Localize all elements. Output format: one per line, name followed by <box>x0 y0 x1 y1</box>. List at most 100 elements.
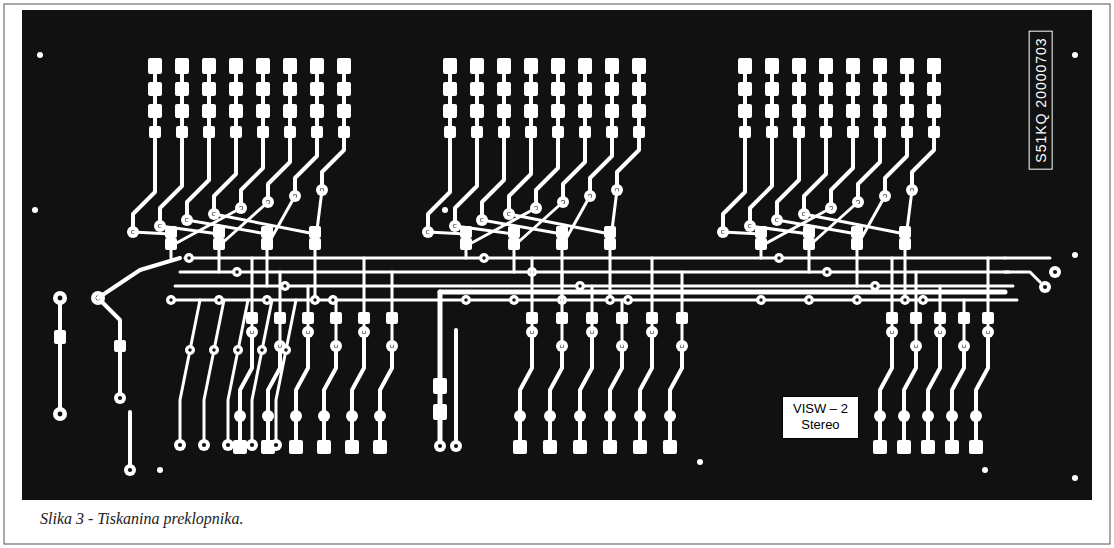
via <box>257 345 267 355</box>
pad <box>229 82 243 96</box>
via <box>281 345 291 355</box>
trace <box>548 416 552 440</box>
pad <box>460 226 472 238</box>
pad <box>910 312 922 324</box>
trace <box>378 416 382 440</box>
trace <box>974 416 978 440</box>
pad <box>616 312 628 324</box>
trace <box>915 272 918 346</box>
trace <box>514 202 563 246</box>
drill-hole <box>128 468 132 472</box>
trace <box>234 66 238 132</box>
via <box>804 295 814 305</box>
trace <box>440 290 1005 295</box>
drill-hole <box>578 284 582 288</box>
drill-hole <box>235 270 239 274</box>
trace <box>928 332 940 416</box>
trace <box>904 346 916 416</box>
trace <box>295 138 317 196</box>
pad <box>851 226 863 238</box>
board <box>22 10 1092 500</box>
via <box>246 439 258 451</box>
trace <box>609 244 612 300</box>
pad <box>603 440 617 454</box>
pad <box>283 58 297 74</box>
pad <box>900 82 914 96</box>
figure-caption: Slika 3 - Tiskanina preklopnika. <box>40 510 243 528</box>
pad <box>897 440 911 454</box>
drill-hole <box>626 298 630 302</box>
pad <box>543 440 557 454</box>
via <box>918 295 928 305</box>
trace <box>885 138 907 196</box>
drill-hole <box>236 348 240 352</box>
pad <box>497 82 511 96</box>
trace <box>902 416 906 440</box>
trace <box>465 244 468 258</box>
mounting-hole <box>157 467 163 473</box>
trace <box>58 298 62 412</box>
via <box>53 291 67 305</box>
trace <box>180 66 184 132</box>
trace <box>976 332 988 416</box>
trace <box>128 412 132 470</box>
trace <box>610 66 614 132</box>
via <box>900 295 910 305</box>
trace <box>591 286 594 332</box>
via <box>310 295 320 305</box>
trace <box>550 346 562 416</box>
mounting-hole <box>32 207 38 213</box>
trace <box>322 416 326 440</box>
trace <box>342 66 346 132</box>
pad <box>873 104 887 118</box>
pad <box>765 104 779 118</box>
via <box>575 281 585 291</box>
trace <box>905 66 909 132</box>
trace <box>808 244 811 272</box>
pad <box>289 440 303 454</box>
trace <box>218 244 221 272</box>
copper-traces <box>32 52 1078 481</box>
drill-hole <box>284 348 288 352</box>
mounting-hole <box>1072 252 1078 258</box>
trace <box>743 66 747 132</box>
pad <box>283 104 297 118</box>
trace <box>454 330 458 440</box>
pad <box>819 82 833 96</box>
trace <box>98 258 180 298</box>
pad <box>632 58 646 74</box>
pad <box>302 312 314 324</box>
via <box>870 281 880 291</box>
trace <box>520 332 532 416</box>
drill-hole <box>118 396 122 400</box>
pad <box>886 312 898 324</box>
drill-hole <box>226 443 230 447</box>
trace <box>610 346 622 416</box>
pad <box>738 58 752 74</box>
pad <box>765 58 779 74</box>
pad <box>443 104 457 118</box>
trace <box>904 244 907 300</box>
drill-hole <box>482 256 486 260</box>
via <box>209 345 219 355</box>
pad <box>345 440 359 454</box>
figure-frame <box>4 4 1110 544</box>
trace <box>529 66 533 132</box>
pad <box>556 312 568 324</box>
pad <box>433 378 447 394</box>
trace <box>590 138 612 196</box>
trace <box>185 257 1005 260</box>
drill-hole <box>825 270 829 274</box>
trace <box>352 332 364 416</box>
trace <box>455 138 477 226</box>
pad <box>317 440 331 454</box>
trace <box>950 416 954 440</box>
pad <box>573 440 587 454</box>
trace <box>761 208 831 246</box>
pad <box>386 312 398 324</box>
pad <box>934 312 946 324</box>
pad <box>738 82 752 96</box>
pad <box>846 104 860 118</box>
via <box>166 295 176 305</box>
